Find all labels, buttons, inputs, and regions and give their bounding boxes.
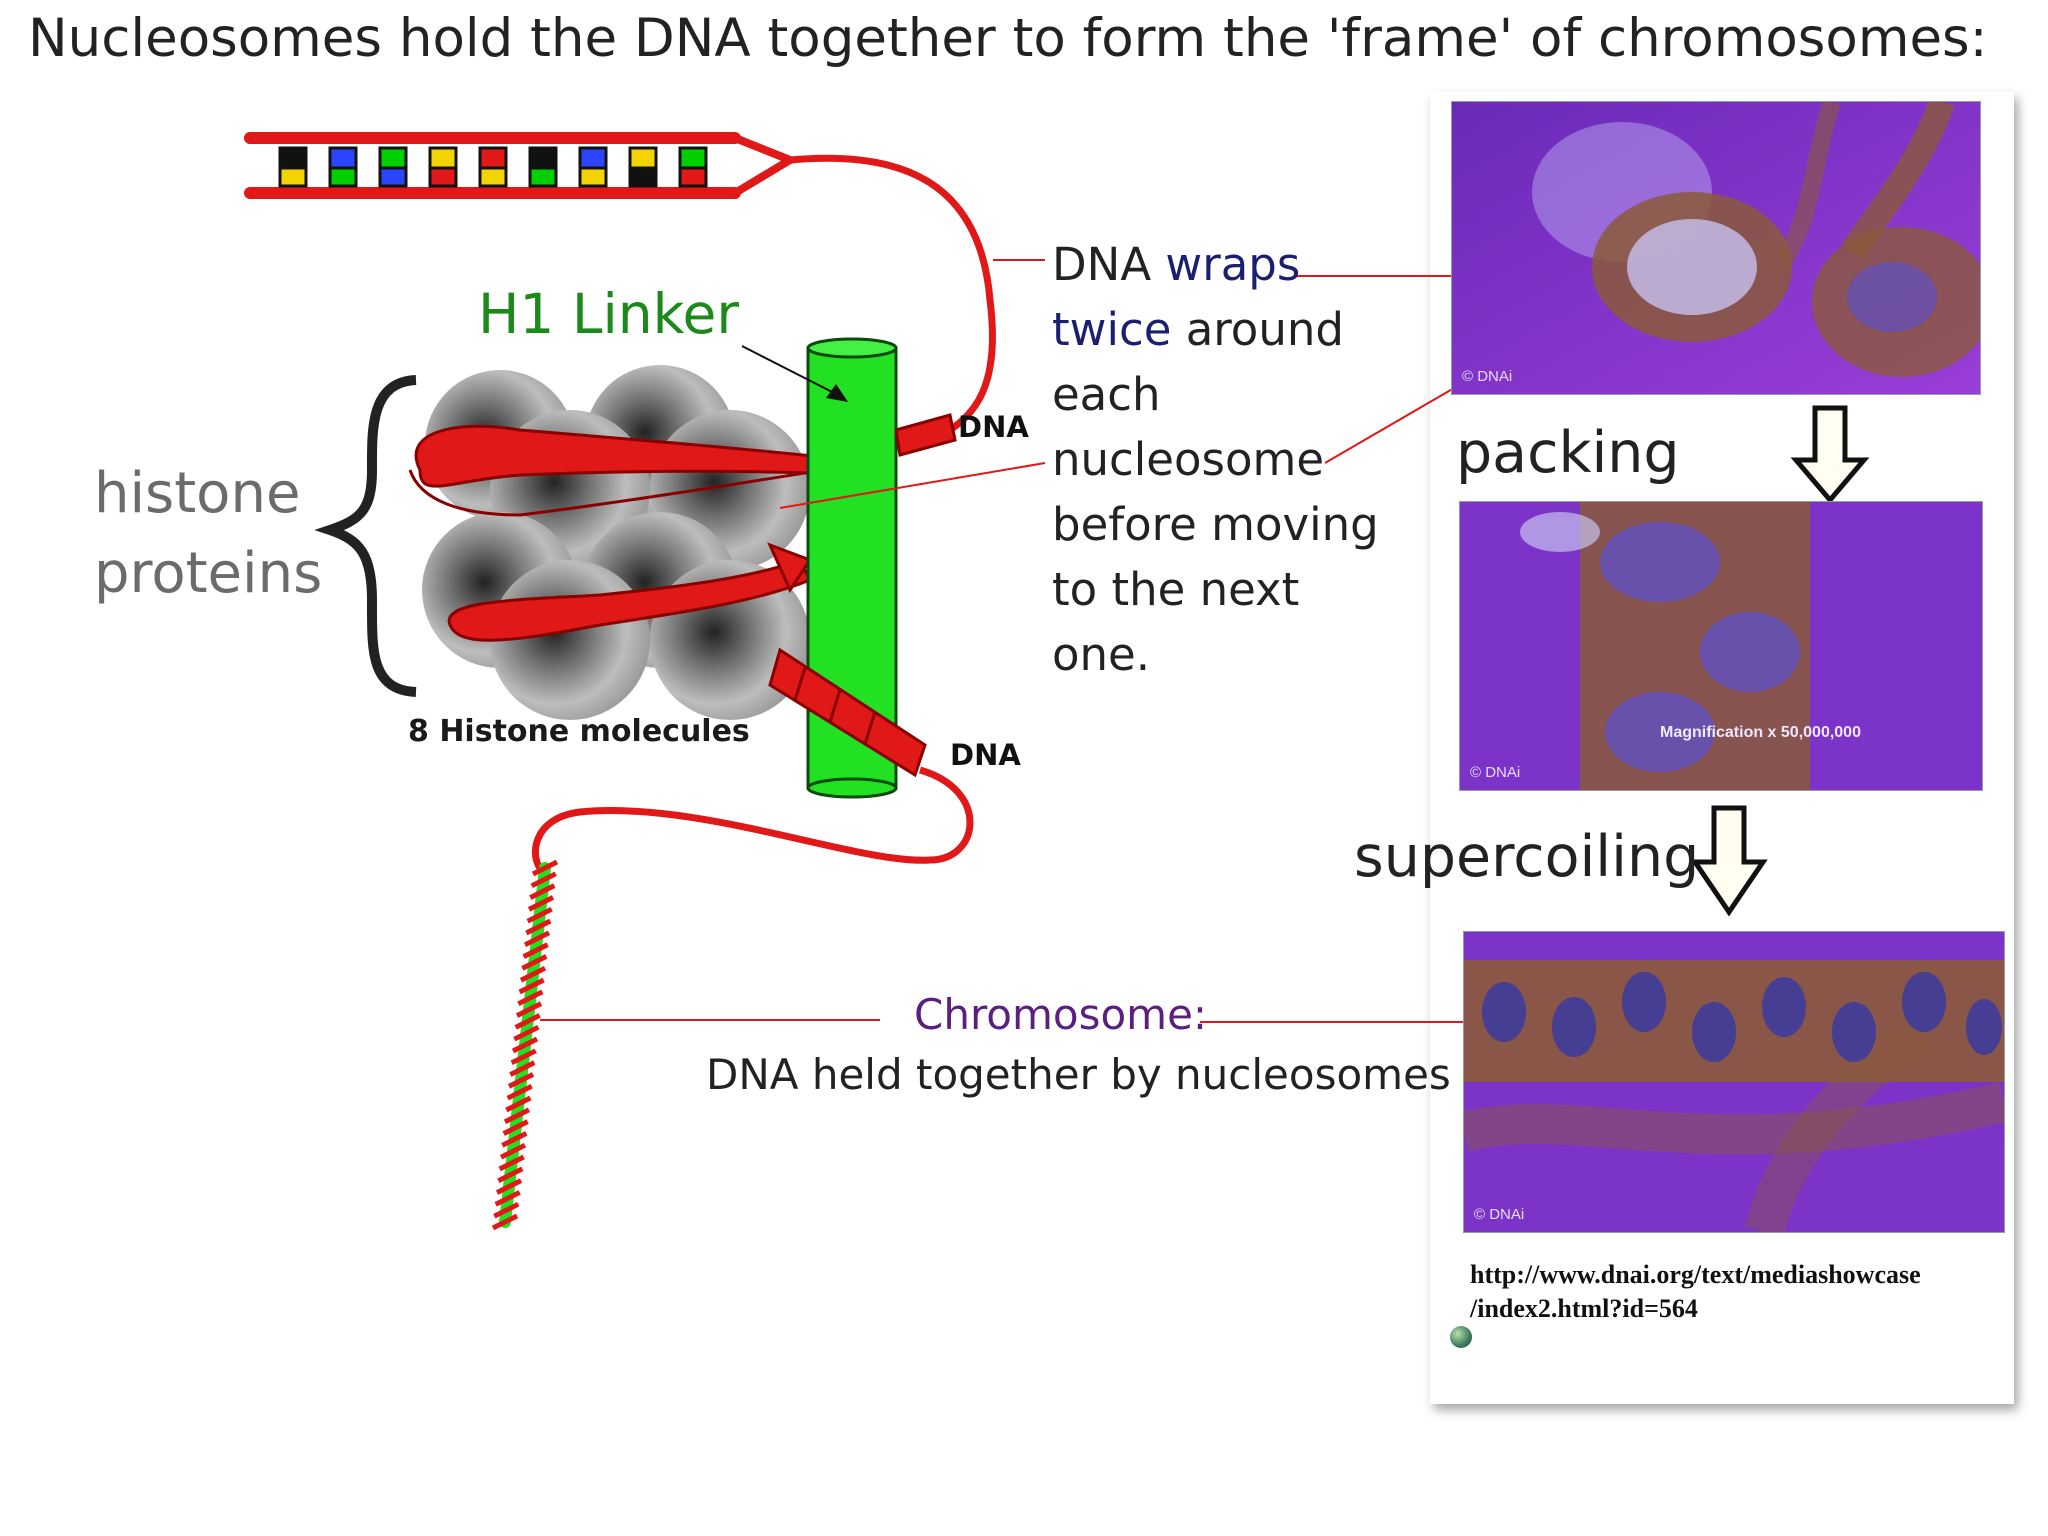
histone-molecules-caption: 8 Histone molecules xyxy=(408,714,750,749)
histone-octamer xyxy=(422,365,810,720)
source-url-line1[interactable]: http://www.dnai.org/text/mediashowcase xyxy=(1470,1260,1921,1289)
histone-proteins-label: histone proteins xyxy=(94,454,322,614)
coil-stripe xyxy=(507,1072,535,1089)
histone-brace xyxy=(314,375,417,697)
wraps-line-1: DNA wraps xyxy=(1052,238,1301,291)
coil-stripe xyxy=(527,895,555,912)
image-credit: © DNAi xyxy=(1462,368,1513,385)
coil-stripe xyxy=(502,1119,529,1136)
coil-stripe xyxy=(497,1166,524,1184)
dna-ladder xyxy=(244,132,799,199)
packing-label: packing xyxy=(1456,420,1680,486)
coil-stripe xyxy=(525,918,552,936)
coil-stripe xyxy=(513,1024,540,1042)
coil-stripe xyxy=(511,1036,539,1054)
nucleosome-image: © DNAi xyxy=(1452,102,1980,394)
chromosome-image: © DNAi xyxy=(1464,932,2004,1232)
image-credit: © DNAi xyxy=(1470,764,1521,781)
slide-title: Nucleosomes hold the DNA together to for… xyxy=(28,8,1988,69)
chromosome-coil xyxy=(491,859,559,1231)
image-credit: © DNAi xyxy=(1474,1206,1525,1223)
coil-stripe xyxy=(519,965,547,983)
histone-label-line1: histone xyxy=(94,461,301,526)
coil-stripe xyxy=(510,1048,537,1066)
h1-pointer-arrow xyxy=(741,345,848,402)
coil-stripe xyxy=(495,1178,523,1195)
dna-strand-bottom xyxy=(531,766,974,873)
dna-strand-top xyxy=(789,154,996,444)
coil-stripe xyxy=(521,954,548,971)
wraps-line-2: twice around xyxy=(1052,303,1344,356)
coil-stripe xyxy=(531,859,559,877)
wraps-line-4: nucleosome xyxy=(1052,433,1324,486)
coil-stripe xyxy=(491,1213,519,1231)
coil-stripe xyxy=(523,930,551,948)
dna-wraps-explanation: DNA wraps twice around each nucleosome b… xyxy=(1052,232,1379,687)
coil-stripe xyxy=(493,1201,520,1219)
coil-stripe xyxy=(526,906,553,924)
coil-stripe xyxy=(505,1095,532,1113)
wraps-line-5: before moving xyxy=(1052,498,1379,551)
coil-stripe xyxy=(529,883,556,900)
chromosome-title: Chromosome: xyxy=(914,990,1208,1039)
coil-stripe xyxy=(503,1107,531,1125)
magnification-label: Magnification x 50,000,000 xyxy=(1660,724,1861,741)
coil-stripe xyxy=(506,1083,533,1101)
coil-stripe xyxy=(494,1190,521,1207)
down-arrow-supercoiling xyxy=(1690,805,1768,917)
down-arrow-packing xyxy=(1790,405,1870,504)
source-url[interactable]: http://www.dnai.org/text/mediashowcase /… xyxy=(1470,1258,1921,1326)
wraps-line-3: each xyxy=(1052,368,1161,421)
coil-stripe xyxy=(518,977,545,995)
wraps-line-6: to the next xyxy=(1052,563,1300,616)
coil-stripe xyxy=(515,1001,543,1018)
coil-stripe xyxy=(501,1131,528,1148)
source-url-line2[interactable]: /index2.html?id=564 xyxy=(1470,1294,1698,1323)
histone-label-line2: proteins xyxy=(94,541,323,606)
coil-stripe xyxy=(498,1154,525,1172)
wraps-line-7: one. xyxy=(1052,628,1151,681)
coil-stripe xyxy=(530,871,557,889)
coil-stripe xyxy=(499,1142,527,1160)
globe-icon[interactable] xyxy=(1450,1326,1472,1348)
coil-stripe xyxy=(514,1013,541,1030)
coil-stripe xyxy=(522,942,549,959)
dna-label-top: DNA xyxy=(958,410,1029,444)
dna-label-bottom: DNA xyxy=(950,738,1021,772)
coil-stripe xyxy=(517,989,544,1007)
supercoiling-label: supercoiling xyxy=(1354,824,1700,890)
chromosome-description: DNA held together by nucleosomes xyxy=(706,1050,1451,1099)
packing-image: Magnification x 50,000,000 © DNAi xyxy=(1460,502,1982,790)
coil-stripe xyxy=(509,1060,536,1077)
h1-linker-label: H1 Linker xyxy=(478,282,739,346)
